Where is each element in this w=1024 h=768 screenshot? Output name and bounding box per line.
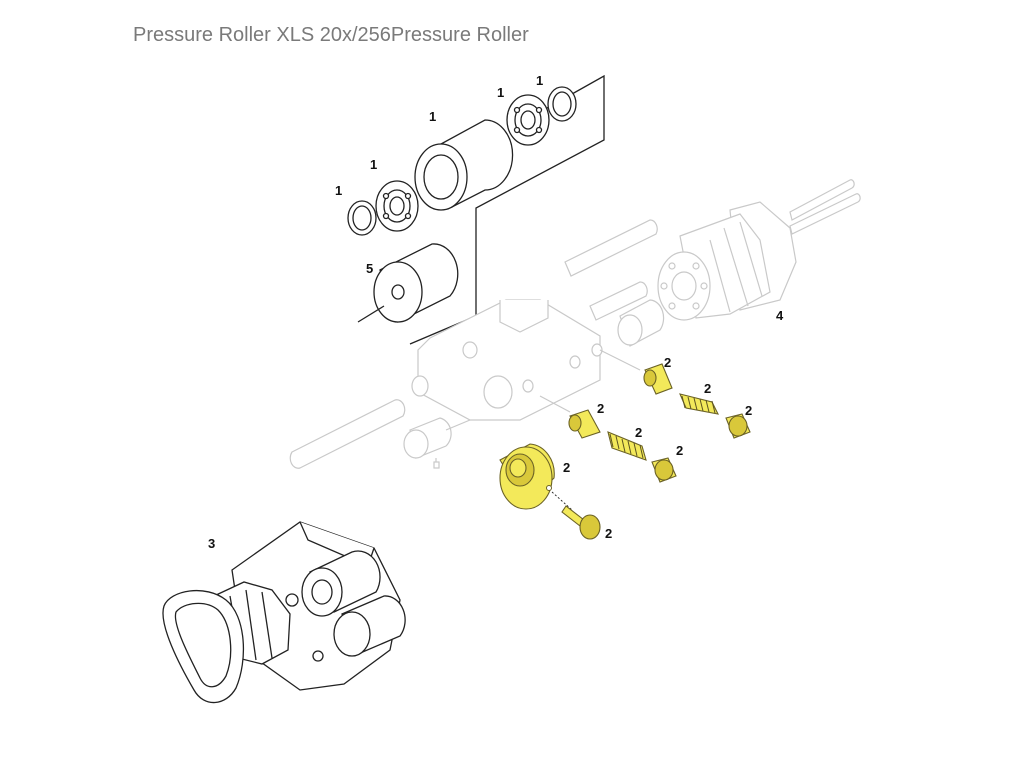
page-title: Pressure Roller XLS 20x/256Pressure Roll… [133, 24, 529, 46]
set-screw-lower[interactable] [651, 457, 677, 483]
callout-4-knob: 4 [776, 308, 784, 323]
set-screw-upper[interactable] [725, 413, 751, 439]
callout-2-pin-upper: 2 [664, 355, 671, 370]
callout-3-assembly: 3 [208, 536, 215, 551]
upper-roller [301, 550, 381, 617]
callout-2-spring-upper: 2 [704, 381, 711, 396]
highlighted-spare-parts [499, 363, 751, 540]
assembled-pressure-roller[interactable] [162, 521, 406, 704]
callout-1-ring-left: 1 [335, 183, 342, 198]
callout-2-screw-lower: 2 [676, 443, 683, 458]
callout-2-screw-upper: 2 [745, 403, 752, 418]
callout-1-ring-right: 1 [536, 73, 543, 88]
small-roller[interactable] [357, 243, 459, 323]
callout-2-wheel: 2 [563, 460, 570, 475]
pin-upper[interactable] [643, 363, 673, 395]
roller-screw[interactable] [551, 491, 601, 540]
housing-ghost [289, 219, 665, 469]
pressure-roller-wheel[interactable] [499, 443, 555, 510]
adjustment-knob-assembly[interactable] [657, 179, 861, 321]
bearing-roller-assembly [347, 74, 605, 345]
lower-roller [333, 595, 406, 657]
leader-frame-right [475, 74, 605, 316]
ball-bearing-left[interactable] [375, 180, 419, 232]
callout-2-roller-screw: 2 [605, 526, 612, 541]
ball-bearing-right[interactable] [506, 94, 550, 146]
callout-1-sleeve: 1 [429, 109, 436, 124]
triangular-handle[interactable] [162, 590, 244, 704]
retaining-ring-right[interactable] [547, 86, 577, 122]
pin-lower[interactable] [568, 409, 601, 439]
spring-lower[interactable] [607, 431, 647, 461]
spring-upper[interactable] [679, 393, 719, 415]
callout-2-spring-lower: 2 [635, 425, 642, 440]
callout-2-pin-lower: 2 [597, 401, 604, 416]
callout-5-small-roller: 5 [366, 261, 373, 276]
retaining-ring-left[interactable] [347, 200, 377, 236]
roller-sleeve[interactable] [414, 119, 514, 211]
callout-1-bearing-left: 1 [370, 157, 377, 172]
callout-1-bearing-right: 1 [497, 85, 504, 100]
